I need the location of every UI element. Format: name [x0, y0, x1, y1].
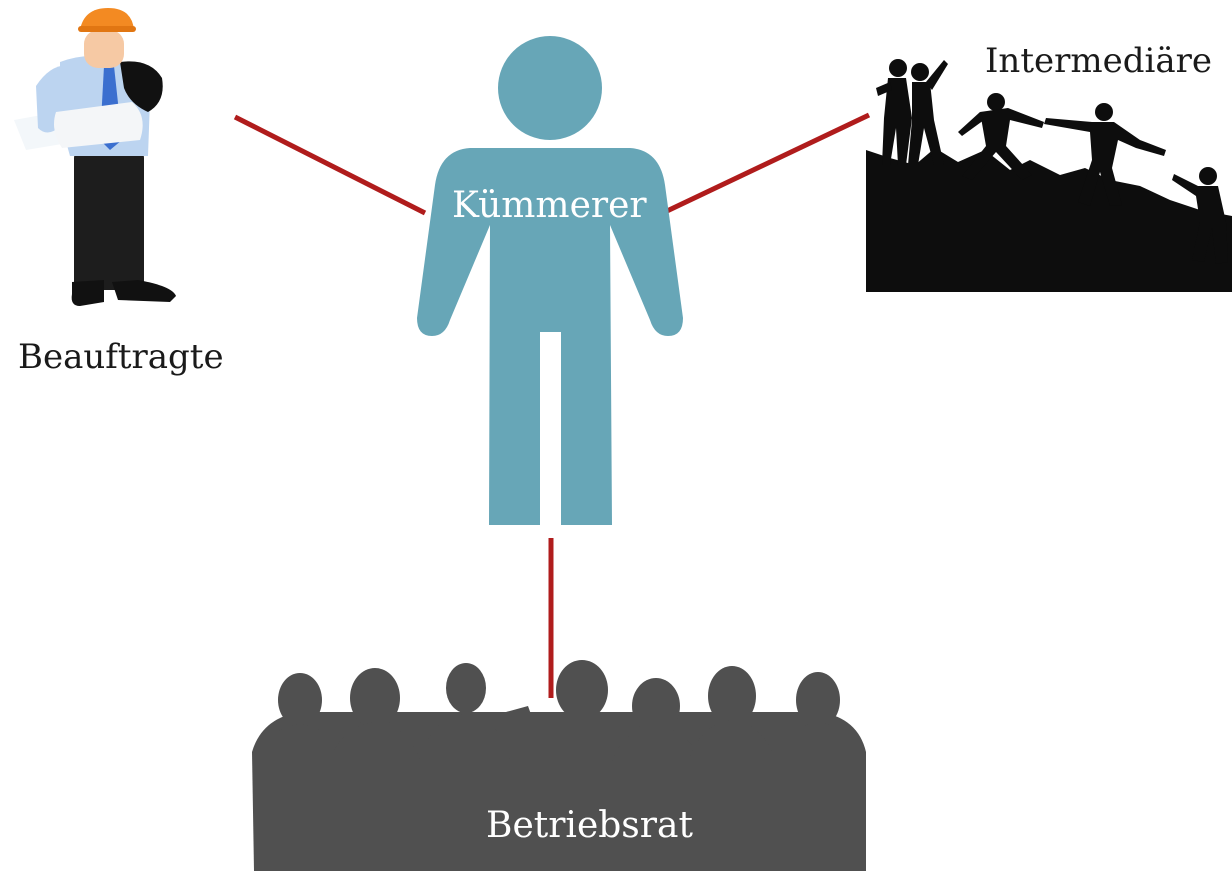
node-label-betriebsrat: Betriebsrat [486, 805, 693, 846]
node-label-intermediaere: Intermediäre [985, 41, 1213, 81]
connector-line-intermediaere [665, 112, 871, 214]
kuemmerer-figure-icon [417, 36, 683, 525]
connector-line-beauftragte [233, 114, 427, 216]
engineer-person-icon [14, 8, 176, 306]
council-silhouette-icon [252, 660, 866, 871]
node-label-beauftragte: Beauftragte [18, 337, 224, 377]
center-label-kuemmerer: Kümmerer [452, 185, 647, 226]
climbers-silhouette-icon [866, 59, 1232, 292]
